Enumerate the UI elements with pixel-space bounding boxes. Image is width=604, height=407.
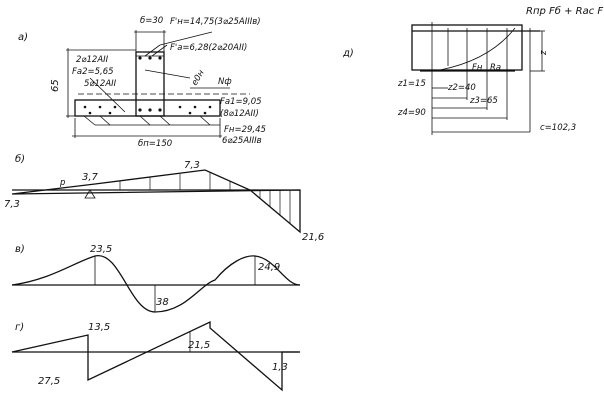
top-force-label: Rпр Fб + Rас F'а xyxy=(526,5,604,17)
b-v1-label: 3,7 xyxy=(82,172,99,183)
panel-label-b: б) xyxy=(15,153,25,165)
panel-label-g: г) xyxy=(15,322,24,333)
Fa-top-label: F'а=6,28(2⌀20АII) xyxy=(170,43,247,53)
z2-label: z2=40 xyxy=(447,83,476,93)
g-v2-label: 27,5 xyxy=(38,376,60,387)
b-left-label: 7,3 xyxy=(4,199,20,210)
z1-label: z1=15 xyxy=(397,79,426,89)
e0n-label: е0н xyxy=(190,68,207,87)
force-panel: д) Rпр Fб + Rас F'а z Fн Rа z1=15 z2=40 … xyxy=(342,5,604,135)
c-label: c=102,3 xyxy=(540,123,576,133)
b-v2-label: 7,3 xyxy=(184,160,200,171)
v-v1-label: 23,5 xyxy=(90,244,112,255)
g-v1-label: 13,5 xyxy=(88,322,110,333)
g-v3-label: 21,5 xyxy=(188,340,210,351)
Fa2-bars-label: 5⌀12АII xyxy=(84,79,117,89)
diagram-b: б) p 7,3 3,7 7,3 21,6 xyxy=(4,153,324,243)
lever-arm-label: z xyxy=(539,50,549,56)
Fn-top-label: F'н=14,75(3⌀25АIIIв) xyxy=(170,17,261,27)
b-right-label: 21,6 xyxy=(302,232,324,243)
Fa1-label: Fа1=9,05 xyxy=(220,97,262,107)
web-outline xyxy=(135,51,165,117)
v-v3-label: 24,9 xyxy=(258,262,280,273)
Fa2-label: Fа2=5,65 xyxy=(72,67,114,77)
panel-label-a: а) xyxy=(18,32,28,43)
g-v4-label: 1,3 xyxy=(272,362,288,373)
web-width-label: б=30 xyxy=(140,16,163,26)
Fn-bars-label: 6⌀25АIIIв xyxy=(222,136,262,146)
strain-curve xyxy=(439,27,516,71)
bars-left-top-label: 2⌀12АII xyxy=(76,55,109,65)
Ra-label: Rа xyxy=(490,63,501,73)
load-p-label: p xyxy=(59,178,65,188)
cross-section-panel: а) б=30 F'н=14,75(3⌀25АIIIв) xyxy=(18,16,266,149)
z3-label: z3=65 xyxy=(469,96,498,106)
Nf-label: Nф xyxy=(218,77,232,87)
Fa1-bars-label: (8⌀12АII) xyxy=(220,109,259,119)
Fn-force-label: Fн xyxy=(472,63,483,73)
diagram-v: в) 23,5 38 24,9 xyxy=(11,244,301,313)
shear-diagram-g xyxy=(11,320,300,392)
flange-outline xyxy=(74,99,221,117)
v-v2-label: 38 xyxy=(156,297,169,308)
z4-label: z4=90 xyxy=(397,108,426,118)
panel-label-d: д) xyxy=(342,48,354,59)
diagram-g: г) 13,5 27,5 21,5 1,3 xyxy=(11,320,300,392)
flange-width-label: бп=150 xyxy=(138,139,172,149)
moment-diagram-b xyxy=(11,169,301,234)
Fn-label: Fн=29,45 xyxy=(224,125,266,135)
panel-label-v: в) xyxy=(15,244,25,255)
support-icon xyxy=(84,189,96,199)
rebar-dots xyxy=(83,56,212,115)
height-label: 65 xyxy=(50,79,61,92)
